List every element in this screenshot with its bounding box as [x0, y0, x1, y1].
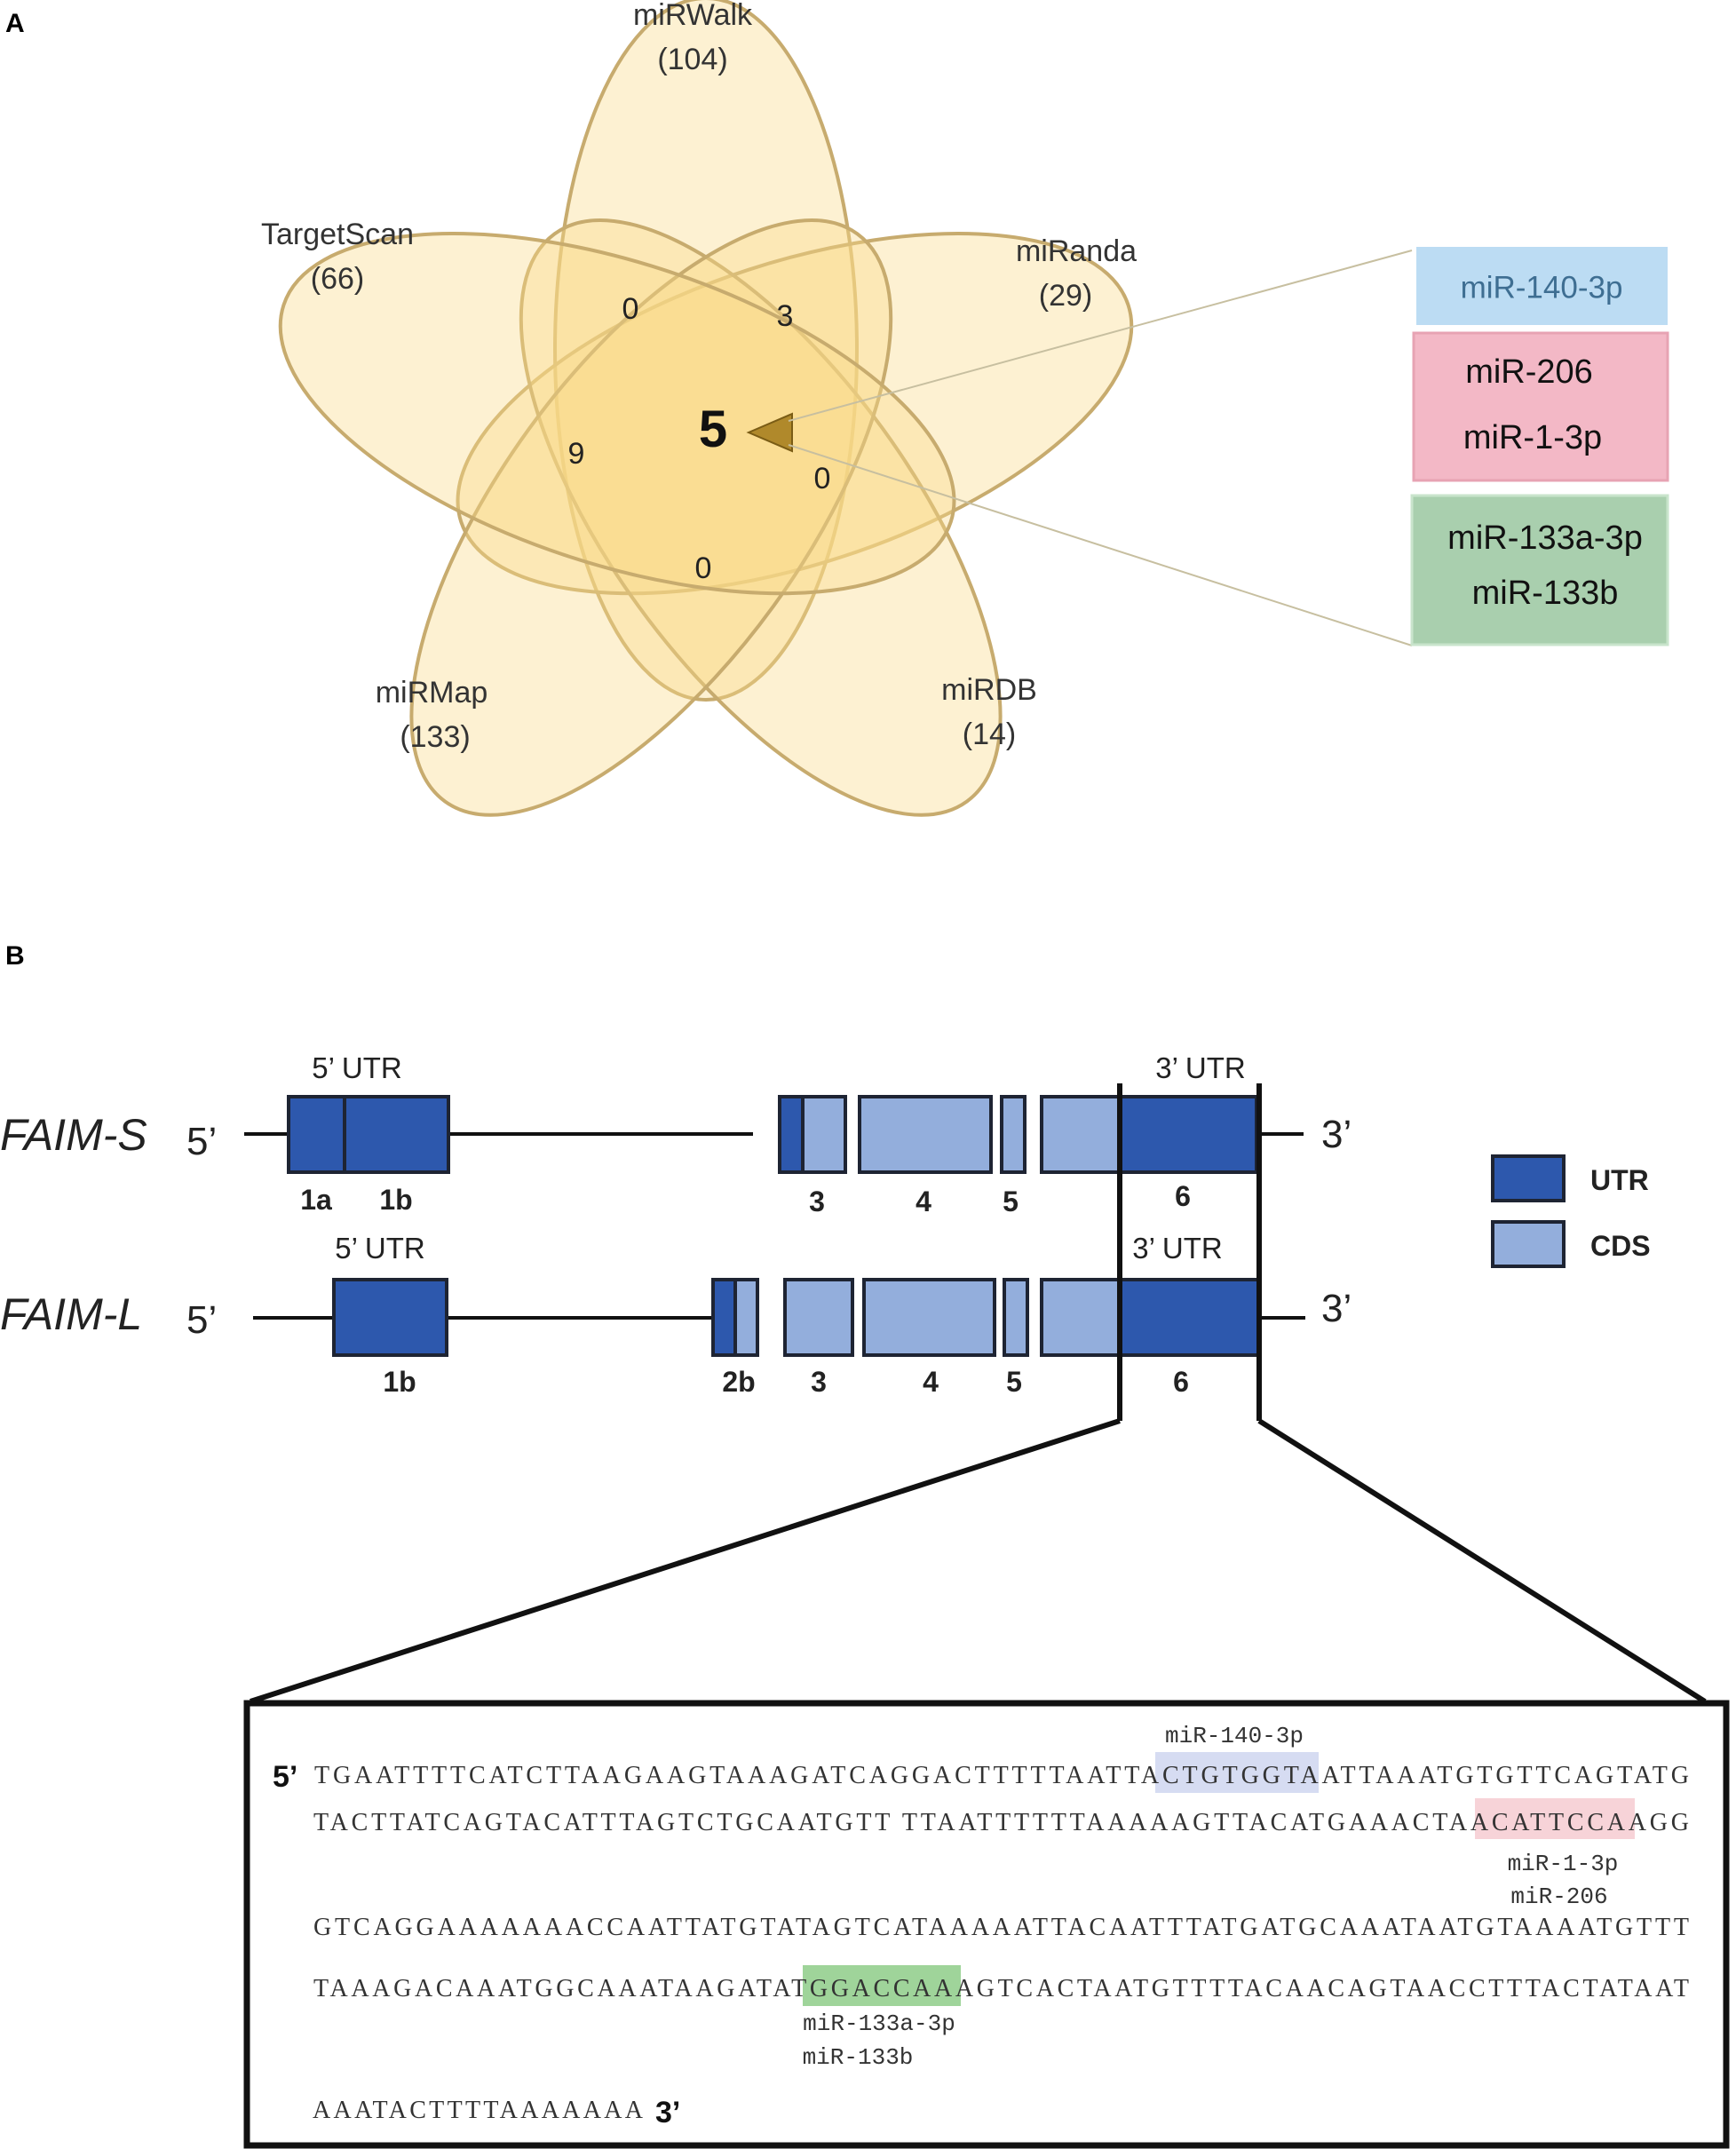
exon-6-cds: [1040, 1278, 1122, 1357]
venn-petal-mirmap: [409, 218, 893, 817]
sequence-three-prime: 3’: [655, 2096, 680, 2129]
sequence-line: AAATACTTTTAAAAAAA: [313, 2097, 644, 2124]
utr-sequence-box: 5’ TGAATTTTCATCTTAAGAAGTAAAGATCAGGACTTTT…: [243, 1700, 1730, 2149]
site-highlight-mir1-mir206: [1475, 1798, 1635, 1839]
exon-6-utr: [1118, 1278, 1261, 1357]
site-label-mir1-3p: miR-1-3p: [1508, 1851, 1619, 1877]
venn-petal-miranda: [456, 232, 1134, 596]
venn-petal-mirdb: [519, 218, 1003, 817]
mirna-label-1-3p: miR-1-3p: [1463, 419, 1602, 456]
region-count-3: 3: [777, 299, 794, 333]
set-count-miranda: (29): [1039, 279, 1092, 313]
transcript-faim-s: FAIM-S 5’ 3’ 5’ UTR 3’ UTR 1a 1b 3 4 5 6: [0, 1051, 1352, 1217]
exon-label: 1a: [300, 1184, 332, 1216]
utr-zoom-bracket: [250, 1083, 1707, 1704]
exon-label: 6: [1173, 1366, 1189, 1398]
set-label-mirwalk: miRWalk: [633, 0, 753, 32]
exon-5: [1000, 1095, 1027, 1174]
site-highlight-mir140: [1155, 1752, 1319, 1793]
sequence-line: TAAAGACAAATGGCAAATAAGATATGGACCAAAGTCACTA…: [313, 1975, 1689, 2002]
set-count-mirwalk: (104): [657, 43, 727, 76]
venn-petal-mirwalk: [553, 0, 859, 702]
sequence-line: TGAATTTTCATCTTAAGAAGTAAAGATCAGGACTTTTTAA…: [314, 1762, 1689, 1789]
exon-4: [858, 1095, 993, 1174]
center-count: 5: [699, 400, 727, 458]
set-label-mirdb: miRDB: [941, 673, 1037, 707]
exon-6-utr: [1118, 1095, 1258, 1174]
mirna-box-3: [1410, 494, 1669, 646]
region-count-0a: 0: [622, 292, 639, 326]
exon-1a-1b: [287, 1095, 450, 1174]
mirna-box-2: [1412, 331, 1669, 482]
exon-label: 4: [916, 1186, 931, 1217]
zoom-line-right: [1257, 1418, 1707, 1704]
site-label-mir133a-3p: miR-133a-3p: [803, 2010, 955, 2037]
venn-petals: [278, 0, 1134, 817]
sequence-box-frame: [243, 1700, 1730, 2149]
legend-label-cds: CDS: [1590, 1230, 1651, 1262]
region-count-9: 9: [568, 437, 585, 471]
set-label-mirmap: miRMap: [376, 676, 488, 710]
exon-3: [783, 1278, 854, 1357]
set-label-miranda: miRanda: [1016, 234, 1137, 268]
pointer-line-top: [788, 250, 1413, 422]
transcript-name-faim-l: FAIM-L: [0, 1289, 142, 1339]
three-prime-label-l: 3’: [1321, 1287, 1352, 1330]
utr3-label-l: 3’ UTR: [1132, 1232, 1222, 1265]
exon-label: 6: [1175, 1180, 1191, 1212]
legend-label-utr: UTR: [1590, 1164, 1649, 1196]
region-count-0c: 0: [695, 551, 712, 585]
five-prime-label-l: 5’: [186, 1298, 217, 1342]
zoom-line-left: [250, 1418, 1121, 1704]
legend-swatch-utr: [1491, 1154, 1566, 1202]
exon-5: [1003, 1278, 1029, 1357]
panel-b-label: B: [5, 941, 25, 971]
mirna-label-133a-3p: miR-133a-3p: [1447, 519, 1643, 557]
set-count-mirmap: (133): [400, 720, 470, 754]
exon-label: 3: [809, 1186, 825, 1217]
exon-label: 4: [923, 1366, 939, 1398]
legend: UTR CDS: [1491, 1154, 1651, 1268]
exon-label: 2b: [722, 1366, 755, 1398]
set-count-mirdb: (14): [963, 718, 1016, 751]
exon-label: 5: [1006, 1366, 1022, 1398]
transcript-faim-l: FAIM-L 5’ 3’ 5’ UTR 3’ UTR 1b 2b 3 4 5 6: [0, 1232, 1352, 1398]
center-pointer-triangle: [746, 412, 793, 453]
exon-3-utr-part: [778, 1095, 805, 1174]
venn-petal-targetscan: [278, 232, 956, 596]
site-label-mir140-3p: miR-140-3p: [1165, 1723, 1304, 1749]
mirna-group-list: miR-140-3p miR-206 miR-1-3p miR-133a-3p …: [1410, 247, 1669, 646]
mirna-label-206: miR-206: [1465, 353, 1593, 391]
five-prime-label-s: 5’: [186, 1120, 217, 1163]
exon-1b: [332, 1278, 448, 1357]
exon-2b-utr-part: [711, 1278, 737, 1357]
sequence-five-prime: 5’: [273, 1760, 297, 1794]
legend-swatch-cds: [1491, 1220, 1566, 1268]
site-label-mir206: miR-206: [1510, 1883, 1607, 1910]
utr3-label-s: 3’ UTR: [1155, 1051, 1245, 1084]
mirna-label-133b: miR-133b: [1472, 575, 1619, 612]
exon-label: 3: [811, 1366, 827, 1398]
mirna-box-1: [1416, 247, 1668, 325]
utr5-label-l: 5’ UTR: [335, 1232, 424, 1265]
site-label-mir133b: miR-133b: [803, 2044, 914, 2071]
three-prime-label-s: 3’: [1321, 1113, 1352, 1156]
venn-diagram: miRWalk (104) TargetScan (66) miRanda (2…: [261, 0, 1413, 817]
set-count-targetscan: (66): [311, 262, 364, 296]
pointer-line-bottom: [788, 444, 1413, 646]
site-highlight-mir133: [803, 1965, 961, 2006]
exon-label: 1b: [383, 1366, 416, 1398]
exon-label: 5: [1003, 1186, 1019, 1217]
mirna-label-140-3p: miR-140-3p: [1461, 270, 1623, 305]
utr5-label-s: 5’ UTR: [312, 1051, 401, 1084]
region-count-0b: 0: [814, 462, 831, 496]
panel-a-label: A: [5, 9, 25, 38]
set-label-targetscan: TargetScan: [261, 218, 414, 251]
transcript-name-faim-s: FAIM-S: [0, 1110, 147, 1160]
exon-4: [862, 1278, 996, 1357]
exon-6-cds: [1040, 1095, 1122, 1174]
exon-label: 1b: [379, 1184, 412, 1216]
